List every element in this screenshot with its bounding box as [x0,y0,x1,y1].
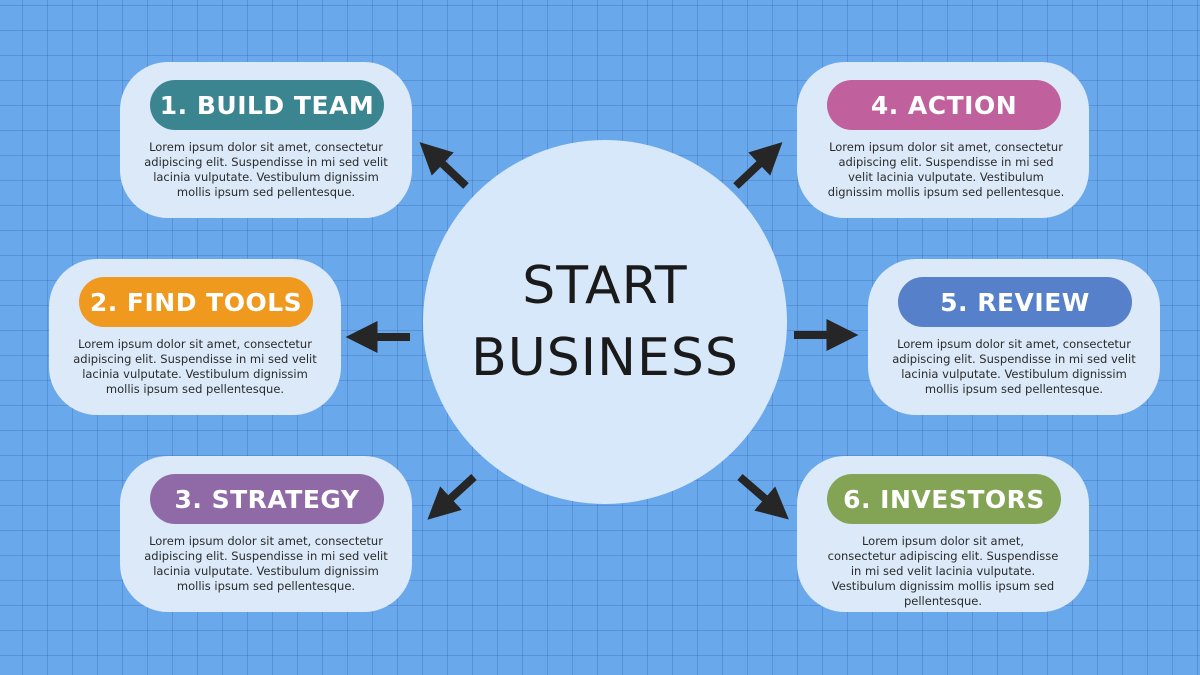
arrow-to-action [733,142,783,189]
step-description: Lorem ipsum dolor sit amet, consectetur … [827,140,1065,199]
step-card-review: 5. REVIEW Lorem ipsum dolor sit amet, co… [868,259,1160,415]
arrow-to-investors [737,473,789,520]
step-title-pill: 4. ACTION [827,80,1061,130]
step-title-pill: 5. REVIEW [898,277,1132,327]
center-title-line-1: START [522,256,688,316]
step-description: Lorem ipsum dolor sit amet, consectetur … [144,140,388,199]
step-card-strategy: 3. STRATEGY Lorem ipsum dolor sit amet, … [120,456,412,612]
step-card-build-team: 1. BUILD TEAM Lorem ipsum dolor sit amet… [120,62,412,218]
arrow-to-strategy [427,474,477,520]
step-description: Lorem ipsum dolor sit amet, consectetur … [144,534,388,593]
step-description: Lorem ipsum dolor sit amet, consectetur … [827,534,1059,608]
step-title-pill: 2. FIND TOOLS [79,277,313,327]
center-title-line-2: BUSINESS [471,328,739,388]
center-circle: START BUSINESS [423,140,787,504]
step-description: Lorem ipsum dolor sit amet, consectetur … [892,337,1136,396]
step-card-action: 4. ACTION Lorem ipsum dolor sit amet, co… [797,62,1089,218]
step-card-find-tools: 2. FIND TOOLS Lorem ipsum dolor sit amet… [49,259,341,415]
step-title-pill: 3. STRATEGY [150,474,384,524]
arrow-to-build-team [419,142,469,189]
step-card-investors: 6. INVESTORS Lorem ipsum dolor sit amet,… [797,456,1089,612]
step-description: Lorem ipsum dolor sit amet, consectetur … [73,337,317,396]
step-title-pill: 1. BUILD TEAM [150,80,384,130]
step-title-pill: 6. INVESTORS [827,474,1061,524]
